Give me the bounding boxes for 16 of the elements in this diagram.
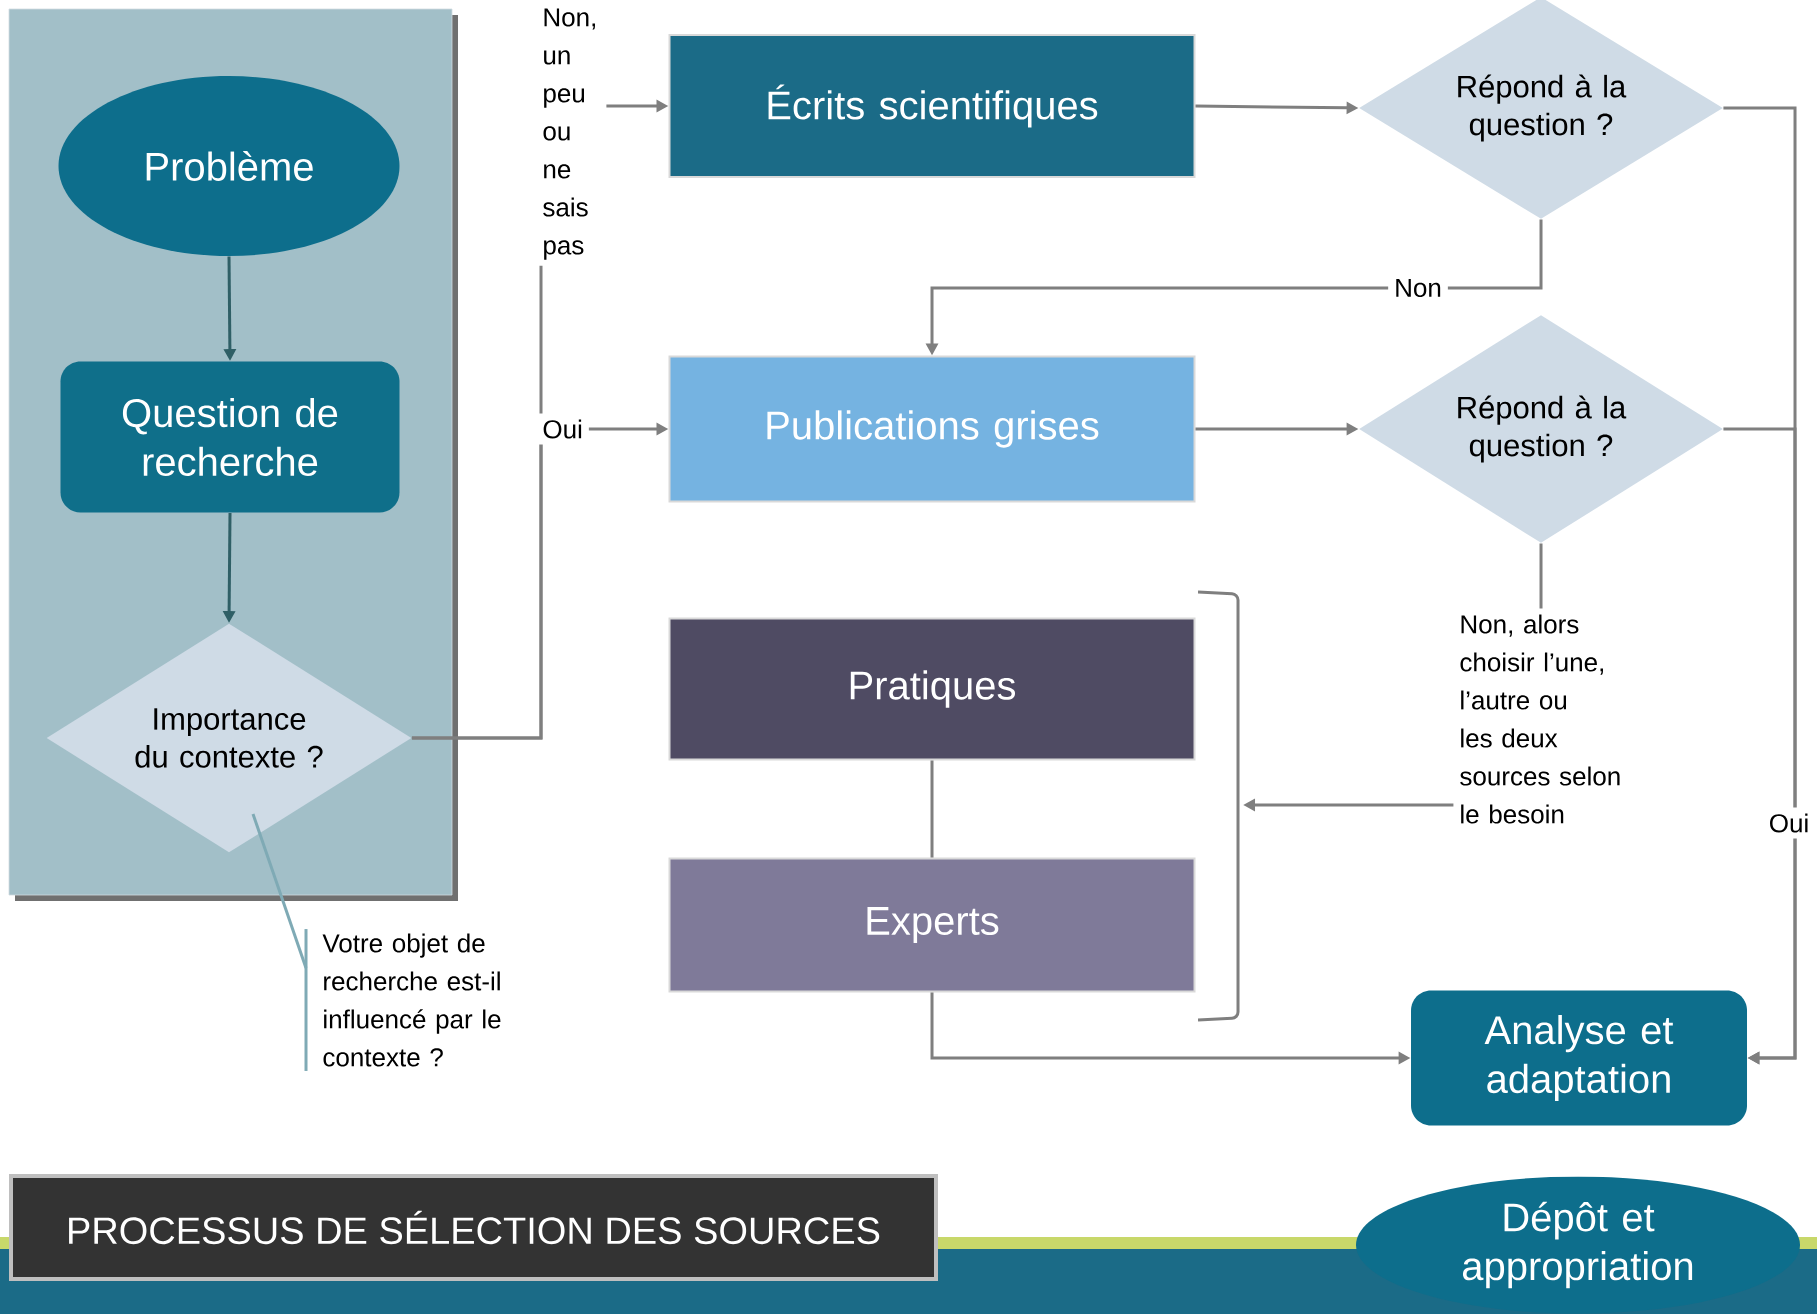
arrow	[1723, 427, 1797, 1065]
rounded-box: Analyse et adaptation	[1411, 990, 1747, 1126]
callout-text: Votre objet de recherche est-il influencé par le contexte ?	[304, 929, 501, 1071]
title-box: PROCESSUS DE SÉLECTION DES SOURCES	[9, 1174, 938, 1281]
rounded-box: Question de recherche	[60, 361, 400, 513]
process-box: Publications grises	[668, 355, 1196, 503]
process-box: Écrits scientifiques	[668, 34, 1196, 178]
edge-label: Oui	[1762, 807, 1816, 839]
process-box: Pratiques	[668, 617, 1196, 761]
edge-label: Non	[1388, 272, 1448, 304]
process-box: Experts	[668, 857, 1196, 993]
connector-line	[930, 760, 934, 858]
edge-label: Non, alors choisir l’une, l’autre ou les deux sources selon le besoin	[1453, 608, 1642, 830]
edge-label: Oui	[536, 413, 589, 445]
edge-label: Non, un peu ou ne sais pas	[536, 2, 607, 266]
leader-line	[251, 813, 308, 969]
